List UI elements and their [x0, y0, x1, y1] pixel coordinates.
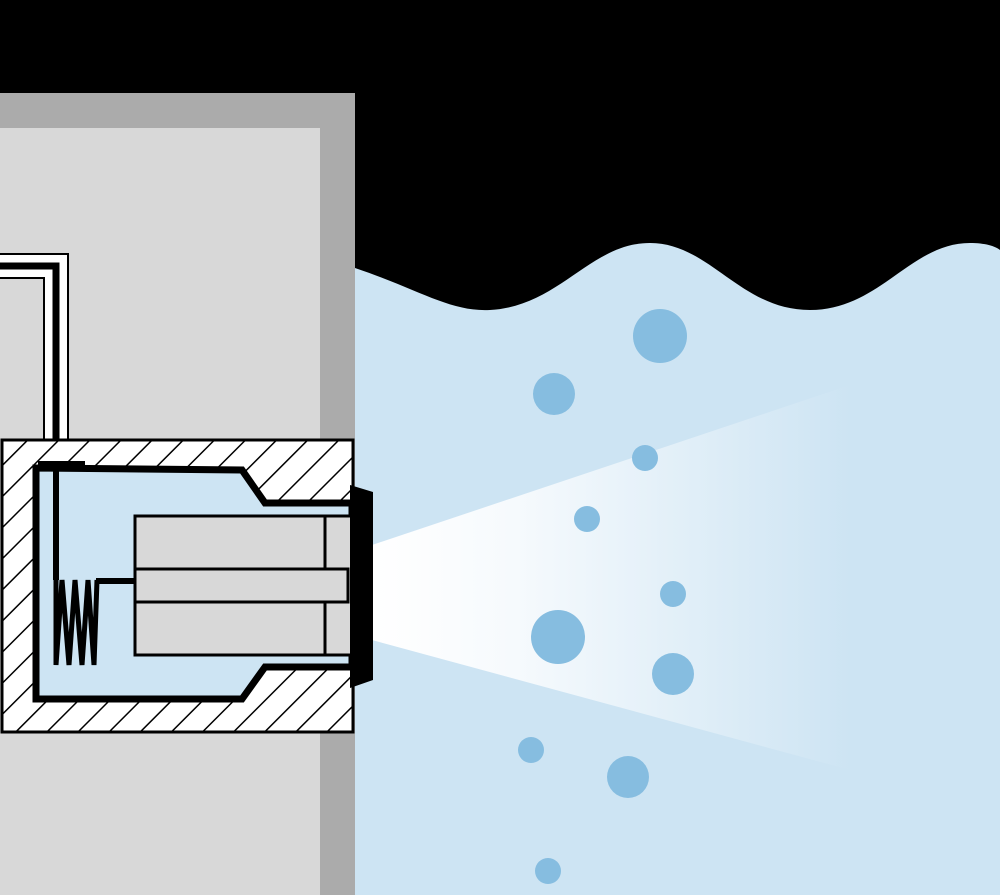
spring-icon — [53, 579, 100, 666]
light-beam — [372, 385, 850, 770]
bubble — [652, 653, 694, 695]
front-lens — [350, 485, 373, 688]
bubble — [531, 610, 585, 664]
wire — [0, 253, 69, 466]
bubble — [632, 445, 658, 471]
wire-cap — [38, 461, 85, 470]
bubbles — [518, 309, 694, 884]
bubble — [535, 858, 561, 884]
lamp-core — [133, 567, 350, 604]
bubble — [660, 581, 686, 607]
bubble — [574, 506, 600, 532]
bubble — [607, 756, 649, 798]
bubble — [518, 737, 544, 763]
bubble — [533, 373, 575, 415]
lamp — [133, 514, 357, 657]
bubble — [633, 309, 687, 363]
